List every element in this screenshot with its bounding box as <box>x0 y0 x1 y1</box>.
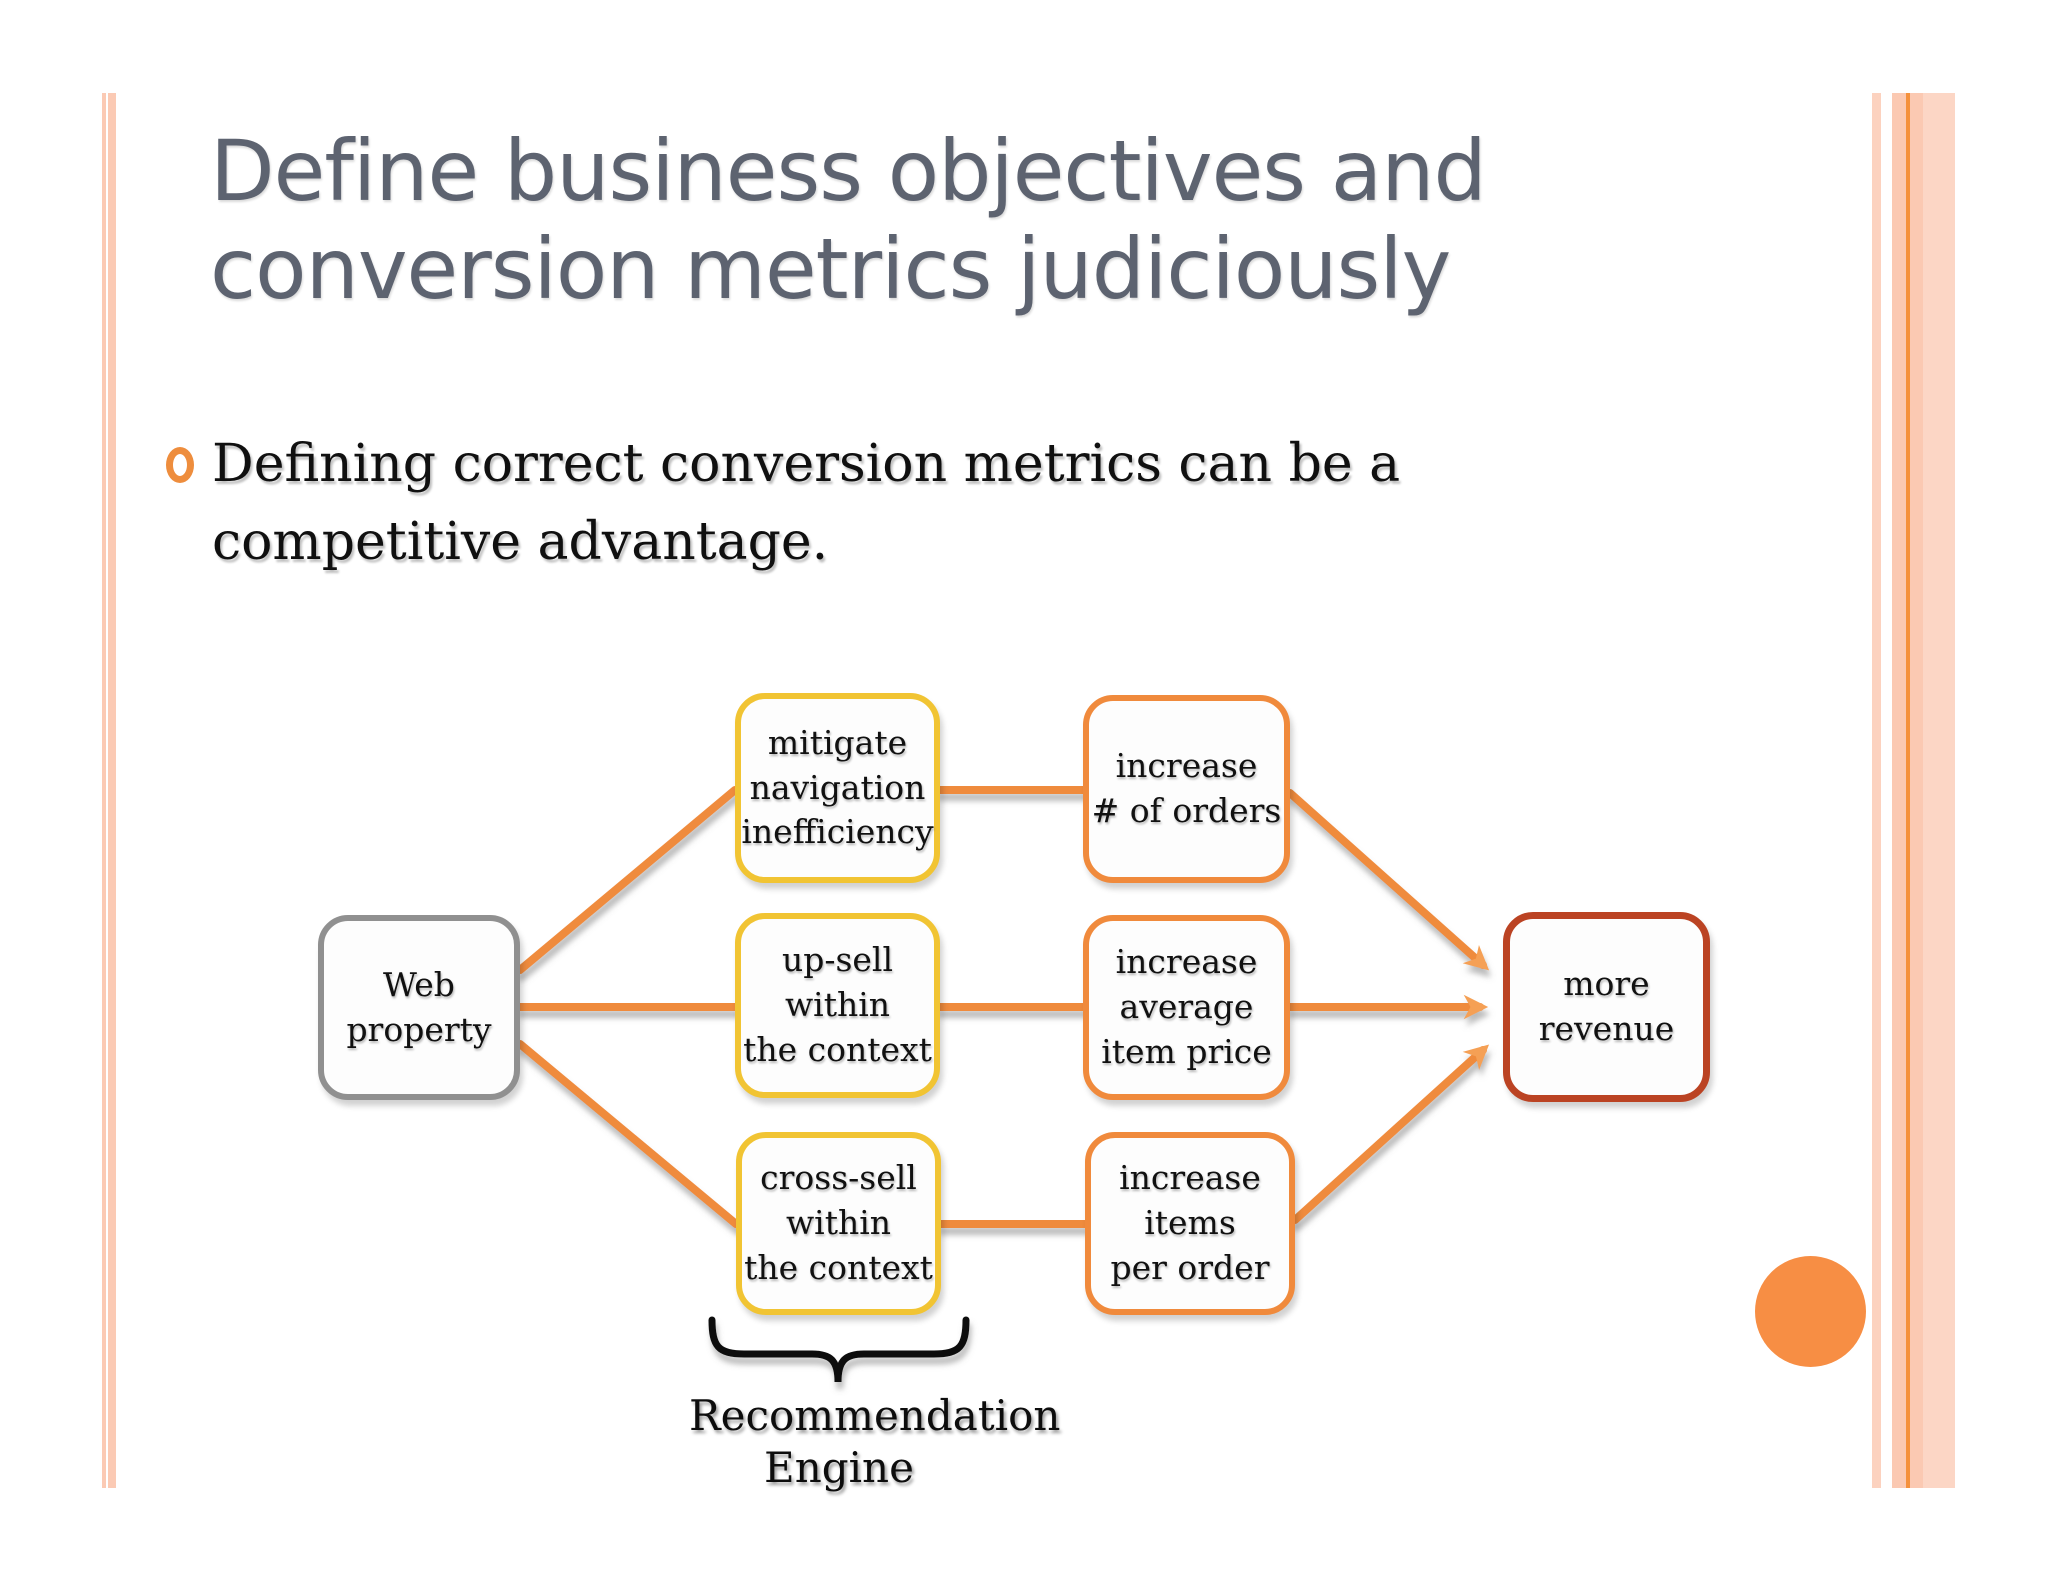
right-accent-band-outer <box>1923 93 1955 1488</box>
node-increase-items-per-order: increase items per order <box>1085 1132 1295 1315</box>
node-label: more revenue <box>1538 964 1675 1048</box>
conversion-flow-diagram: Web property mitigate navigation ineffic… <box>300 660 1750 1520</box>
node-label: mitigate navigation inefficiency <box>741 722 934 852</box>
edge-orders-to-revenue <box>1286 789 1490 971</box>
bullet-item: Defining correct conversion metrics can … <box>166 425 1586 581</box>
node-more-revenue: more revenue <box>1503 912 1710 1102</box>
left-accent-stripe-thin <box>102 93 106 1488</box>
node-label: Web property <box>346 964 492 1049</box>
node-web-property: Web property <box>318 915 520 1100</box>
edge-items-to-revenue <box>1291 1044 1490 1224</box>
right-accent-line <box>1906 93 1910 1488</box>
connector-layer <box>516 786 1490 1383</box>
node-cross-sell-within-context: cross-sell within the context <box>736 1132 941 1315</box>
node-label: up-sell within the context <box>743 940 932 1069</box>
node-label: increase items per order <box>1110 1158 1270 1287</box>
node-label: cross-sell within the context <box>744 1158 933 1287</box>
node-mitigate-navigation-inefficiency: mitigate navigation inefficiency <box>735 693 940 883</box>
edge-web-to-crosssell <box>516 1040 740 1228</box>
node-increase-number-of-orders: increase # of orders <box>1083 695 1290 883</box>
node-label: increase average item price <box>1101 942 1272 1071</box>
right-accent-stripe-thin <box>1872 93 1881 1488</box>
node-increase-average-item-price: increase average item price <box>1083 915 1290 1100</box>
slide-title: Define business objectives and conversio… <box>210 122 1487 319</box>
bullet-ring-icon <box>166 447 194 483</box>
node-label: increase # of orders <box>1091 746 1282 830</box>
recommendation-brace <box>708 1316 970 1383</box>
left-accent-stripe-wide <box>108 93 116 1488</box>
recommendation-engine-label: Recommendation Engine <box>689 1391 1061 1493</box>
node-up-sell-within-context: up-sell within the context <box>735 913 940 1098</box>
bullet-text: Defining correct conversion metrics can … <box>212 434 1401 572</box>
decorative-orange-circle <box>1755 1256 1866 1367</box>
edge-web-to-mitigate <box>516 786 739 974</box>
